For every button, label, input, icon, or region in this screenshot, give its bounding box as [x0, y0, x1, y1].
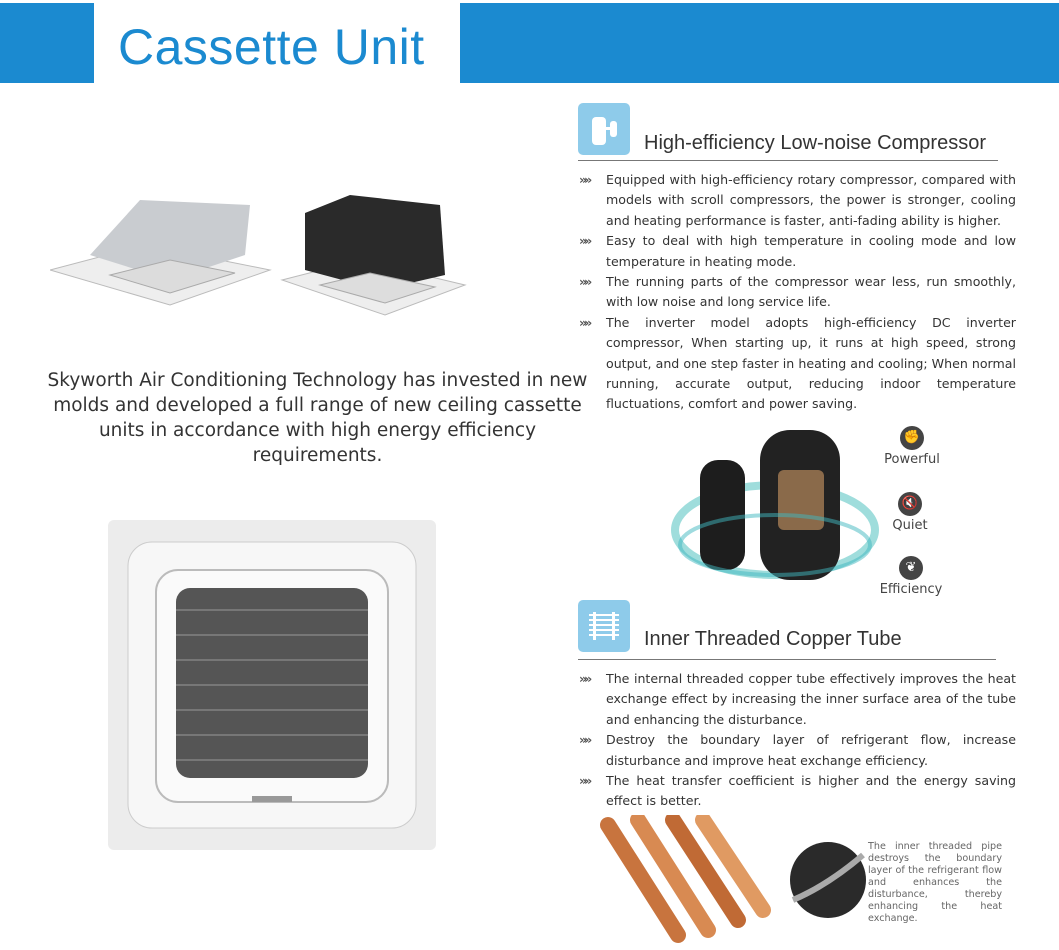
- bullet-item: »» The inverter model adopts high-efficie…: [579, 313, 1016, 415]
- bullet-text: The inverter model adopts high-efficienc…: [606, 314, 1016, 412]
- bullet-item: »» Destroy the boundary layer of refriger…: [579, 730, 1016, 771]
- chevron-icon: »»: [579, 172, 592, 187]
- chevron-icon: »»: [579, 314, 592, 330]
- tube-icon: [578, 600, 630, 652]
- intro-text: Skyworth Air Conditioning Technology has…: [47, 370, 588, 466]
- feature-label: Quiet: [892, 518, 928, 533]
- copper-title: Inner Threaded Copper Tube: [644, 628, 902, 650]
- bullet-item: »» Easy to deal with high temperature in …: [579, 231, 1016, 272]
- compressor-divider: [578, 160, 998, 161]
- cassette-panel-image: [108, 520, 436, 850]
- copper-divider: [578, 659, 996, 660]
- copper-bullets: »» The internal threaded copper tube effe…: [579, 669, 1016, 812]
- chevron-icon: »»: [579, 671, 592, 686]
- bullet-item: »» The internal threaded copper tube effe…: [579, 669, 1016, 730]
- chevron-icon: »»: [579, 274, 592, 290]
- chevron-icon: »»: [579, 773, 592, 789]
- arm-icon: ✊: [900, 426, 924, 450]
- chevron-icon: »»: [579, 233, 592, 249]
- bullet-item: »» The running parts of the compressor we…: [579, 272, 1016, 313]
- cassette-units-image: [50, 195, 467, 316]
- bullet-text: The internal threaded copper tube effect…: [606, 671, 1016, 727]
- bullet-text: Equipped with high-efficiency rotary com…: [606, 172, 1016, 228]
- copper-tubes-image: [600, 815, 771, 943]
- compressor-icon: [578, 103, 630, 155]
- threaded-pipe-closeup-image: [790, 842, 866, 918]
- bullet-text: Destroy the boundary layer of refrigeran…: [606, 732, 1016, 768]
- bullet-text: The running parts of the compressor wear…: [606, 274, 1016, 310]
- header-bar-right: [460, 3, 1059, 83]
- chevron-icon: »»: [579, 732, 592, 748]
- compressor-title: High-efficiency Low-noise Compressor: [644, 132, 986, 154]
- copper-note: The inner threaded pipe destroys the bou…: [868, 841, 1002, 924]
- feature-efficiency: ❦ Efficiency: [876, 556, 946, 597]
- feature-label: Powerful: [884, 452, 940, 467]
- page-title: Cassette Unit: [118, 19, 425, 75]
- bullet-item: »» Equipped with high-efficiency rotary c…: [579, 170, 1016, 231]
- compressor-bullets: »» Equipped with high-efficiency rotary c…: [579, 170, 1016, 415]
- feature-quiet: 🔇 Quiet: [875, 492, 945, 533]
- bullet-text: Easy to deal with high temperature in co…: [606, 233, 1016, 269]
- leaf-icon: ❦: [899, 556, 923, 580]
- feature-powerful: ✊ Powerful: [877, 426, 947, 467]
- feature-label: Efficiency: [879, 582, 943, 597]
- bullet-text: The heat transfer coefficient is higher …: [606, 773, 1016, 809]
- header-bar-left: [0, 3, 94, 83]
- bullet-item: »» The heat transfer coefficient is highe…: [579, 771, 1016, 812]
- compressor-image: [671, 430, 879, 580]
- mute-icon: 🔇: [898, 492, 922, 516]
